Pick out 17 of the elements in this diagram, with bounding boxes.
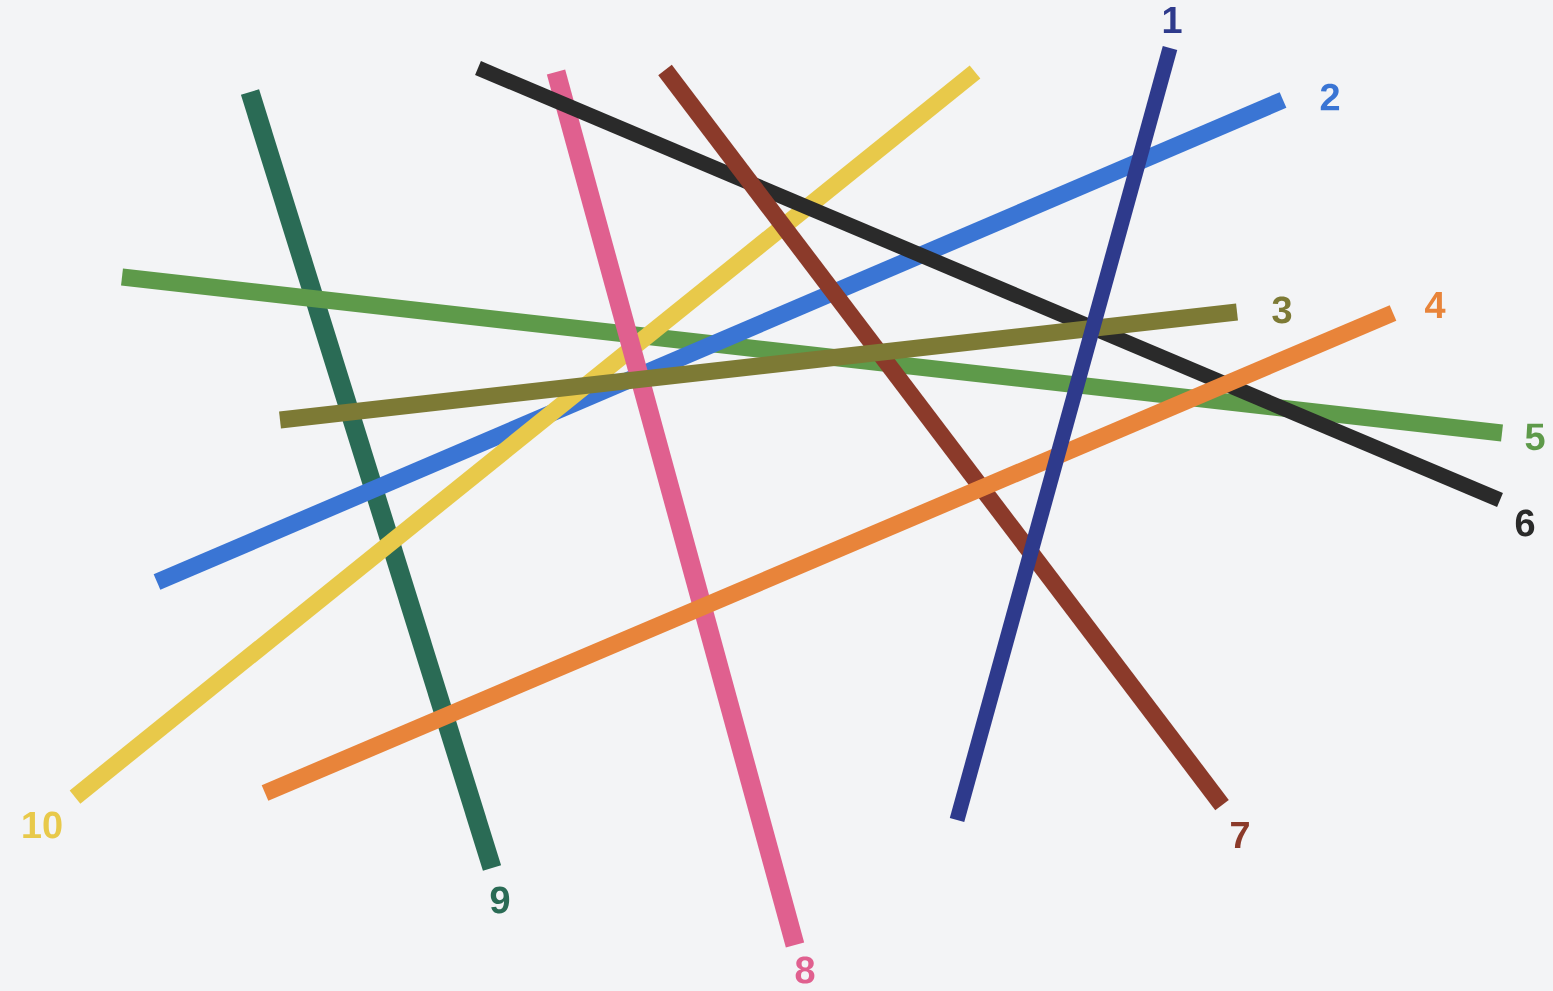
stick-number: 7 [1231,821,1249,849]
stick-number: 1 [1163,6,1182,34]
stick-number: 2 [1320,83,1340,111]
stick-number: 6 [1515,509,1535,537]
stick [121,268,1503,442]
stick-number: 9 [490,886,510,914]
stick [69,65,981,804]
stick-number: 3 [1272,296,1292,324]
stick-number: 5 [1525,423,1545,451]
stick [546,69,805,948]
stick [279,303,1238,429]
stick-number: 10 [23,811,62,839]
stick-number: 4 [1425,291,1446,319]
stick [475,61,1503,507]
stick-number: 8 [795,956,815,984]
stick [658,64,1229,811]
stick [240,89,502,871]
